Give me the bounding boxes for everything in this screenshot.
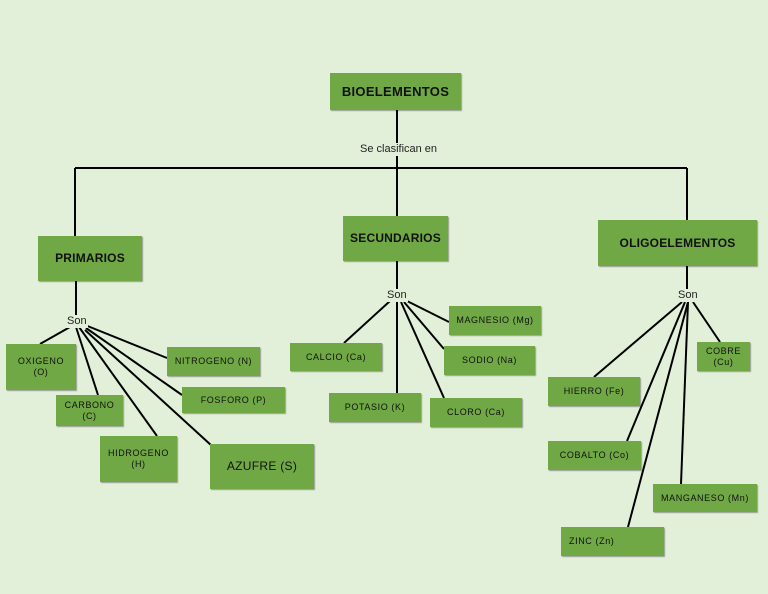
son-label-primarios: Son [66, 315, 88, 328]
category-node-primarios: PRIMARIOS [38, 236, 142, 281]
element-node-magnesio: MAGNESIO (Mg) [449, 306, 541, 335]
relation-label: Se clasifican en [359, 143, 439, 156]
category-node-oligoelementos: OLIGOELEMENTOS [598, 220, 757, 266]
element-node-hierro: HIERRO (Fe) [548, 377, 640, 406]
element-node-cloro: CLORO (Ca) [430, 398, 522, 427]
element-node-cobalto: COBALTO (Co) [548, 441, 641, 470]
son-label-oligoelementos: Son [677, 289, 699, 302]
element-node-nitrogeno: NITROGENO (N) [167, 347, 260, 376]
element-node-sodio: SODIO (Na) [444, 346, 535, 375]
element-node-azufre: AZUFRE (S) [210, 444, 314, 489]
element-node-carbono: CARBONO (C) [56, 395, 123, 426]
element-node-manganeso: MANGANESO (Mn) [653, 484, 757, 512]
category-node-secundarios: SECUNDARIOS [343, 216, 448, 261]
element-node-hidrogeno: HIDROGENO (H) [100, 436, 177, 482]
element-node-oxigeno: OXIGENO (O) [6, 344, 76, 390]
son-label-secundarios: Son [386, 289, 408, 302]
element-node-fosforo: FOSFORO (P) [182, 387, 285, 413]
element-node-potasio: POTASIO (K) [329, 393, 421, 422]
root-node-bioelementos: BIOELEMENTOS [330, 73, 461, 110]
element-node-cobre: COBRE (Cu) [697, 342, 750, 371]
element-node-zinc: ZINC (Zn) [561, 527, 664, 556]
element-node-calcio: CALCIO (Ca) [290, 343, 382, 371]
